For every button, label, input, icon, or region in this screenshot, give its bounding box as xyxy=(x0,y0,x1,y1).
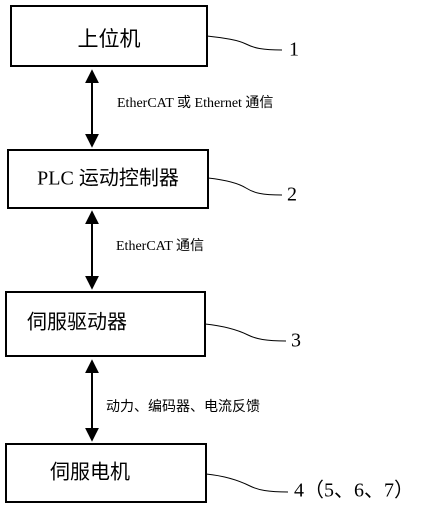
ref-number-3: 3 xyxy=(291,330,301,352)
box-host-computer-label: 上位机 xyxy=(78,27,141,51)
leader-2: 2 xyxy=(207,177,297,206)
leader-1: 1 xyxy=(206,35,299,61)
ref-number-4: 4（5、6、7） xyxy=(294,479,414,502)
box-servo-drive-label: 伺服驱动器 xyxy=(27,311,127,334)
link-label-plc-drive: EtherCAT 通信 xyxy=(116,238,204,254)
link-drive-to-motor: 动力、编码器、电流反馈 xyxy=(85,359,260,442)
box-plc-controller: PLC 运动控制器 xyxy=(7,149,209,209)
box-servo-motor: 伺服电机 xyxy=(5,443,207,503)
ref-number-2: 2 xyxy=(287,184,297,206)
link-host-to-plc: EtherCAT 或 Ethernet 通信 xyxy=(85,69,273,148)
link-label-host-plc: EtherCAT 或 Ethernet 通信 xyxy=(117,95,273,111)
link-plc-to-drive: EtherCAT 通信 xyxy=(85,210,204,290)
link-label-drive-motor: 动力、编码器、电流反馈 xyxy=(106,399,260,415)
box-host-computer: 上位机 xyxy=(10,5,208,67)
leader-4: 4（5、6、7） xyxy=(205,473,414,502)
box-servo-drive: 伺服驱动器 xyxy=(5,291,206,357)
box-servo-motor-label: 伺服电机 xyxy=(50,461,130,484)
leader-3: 3 xyxy=(204,323,301,352)
box-plc-controller-label: PLC 运动控制器 xyxy=(37,167,179,190)
ref-number-1: 1 xyxy=(289,39,299,61)
